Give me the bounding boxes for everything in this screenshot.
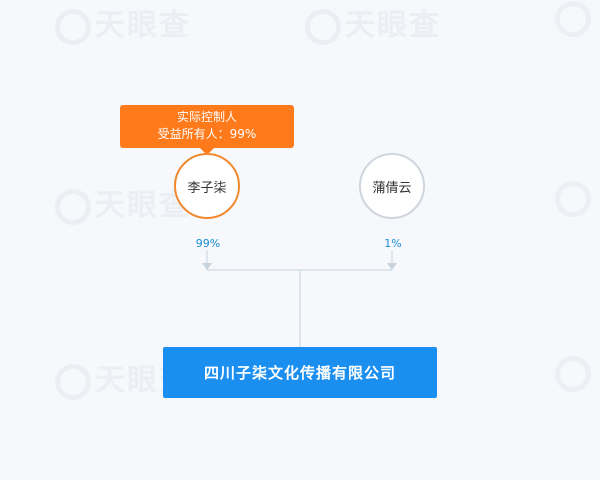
company-name: 四川子柒文化传播有限公司 xyxy=(203,364,396,382)
shareholding-percent: 99% xyxy=(195,237,221,250)
tooltip-caret xyxy=(200,148,214,155)
shareholder-node[interactable]: 蒲倩云 xyxy=(359,153,425,219)
shareholder-node[interactable]: 李子柒 xyxy=(174,153,240,219)
shareholder-name: 蒲倩云 xyxy=(372,180,412,196)
company-node[interactable]: 四川子柒文化传播有限公司 xyxy=(163,347,437,398)
arrow-down-icon xyxy=(387,263,397,270)
shareholding-percent: 1% xyxy=(384,237,402,250)
tooltip-beneficial-owner: 受益所有人：99% xyxy=(157,127,257,141)
shareholder-name: 李子柒 xyxy=(187,180,227,196)
actual-controller-tooltip: 实际控制人 受益所有人：99% xyxy=(120,105,294,155)
tooltip-title: 实际控制人 xyxy=(176,110,237,124)
arrow-down-icon xyxy=(202,263,212,270)
